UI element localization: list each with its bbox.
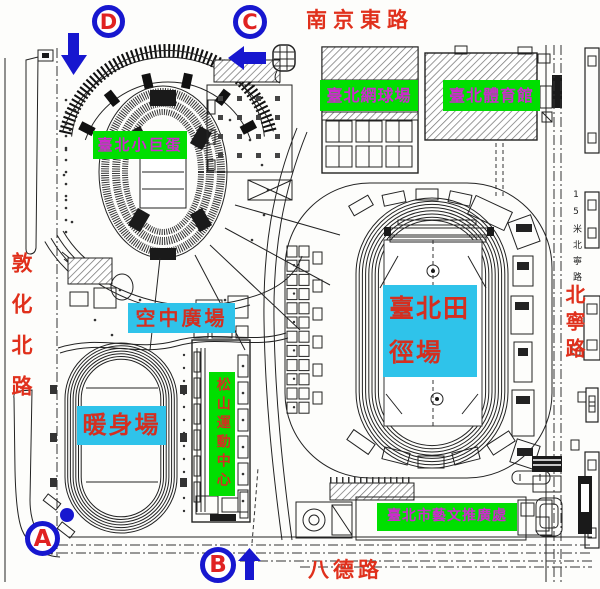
gym-building-linework: [424, 45, 562, 198]
label-sky-plaza: 空中廣場: [128, 303, 235, 333]
label-songshan-sports-center: 松山運動中心: [209, 372, 235, 496]
label-warmup-field: 暖身場: [77, 406, 166, 445]
gate-marker-d: D: [92, 5, 125, 38]
arrow-up-b: [238, 548, 261, 580]
label-taipei-arena: 臺北小巨蛋: [93, 131, 187, 159]
road-name-beining: 北寧路: [562, 284, 586, 365]
arrow-left-c: [228, 46, 266, 70]
label-taipei-stadium-line1: 臺北田: [389, 294, 471, 323]
road-name-beining-15m: 15米北寧路: [571, 190, 581, 288]
road-name-bade: 八德路: [308, 558, 383, 582]
gate-marker-a: A: [25, 521, 60, 556]
label-taipei-stadium-line2: 徑場: [389, 338, 444, 367]
label-taipei-tennis-court: 臺北網球場: [320, 80, 418, 111]
east-road-linework: [545, 45, 600, 582]
gate-marker-c: C: [233, 5, 267, 39]
tennis-building-linework: [321, 46, 419, 174]
road-name-dunhua-north: 敦化北路: [9, 252, 33, 416]
entrance-dot: [60, 508, 74, 522]
south-road-linework: [58, 456, 592, 568]
center-road-linework: [263, 127, 323, 541]
small-structure-icon: [272, 44, 296, 84]
arrow-down-d: [61, 33, 87, 75]
northeast-annex-linework: [206, 59, 293, 201]
gate-marker-b: B: [200, 547, 236, 583]
songshan-building-linework: [191, 295, 251, 523]
wayfinding-arrows: [60, 33, 266, 580]
label-taipei-stadium: 臺北田 徑場: [383, 285, 477, 377]
road-name-nanjing-east: 南京東路: [306, 8, 414, 32]
label-arts-promotion-office: 臺北市藝文推廣處: [377, 503, 517, 531]
label-taipei-gymnasium: 臺北體育館: [443, 80, 540, 111]
